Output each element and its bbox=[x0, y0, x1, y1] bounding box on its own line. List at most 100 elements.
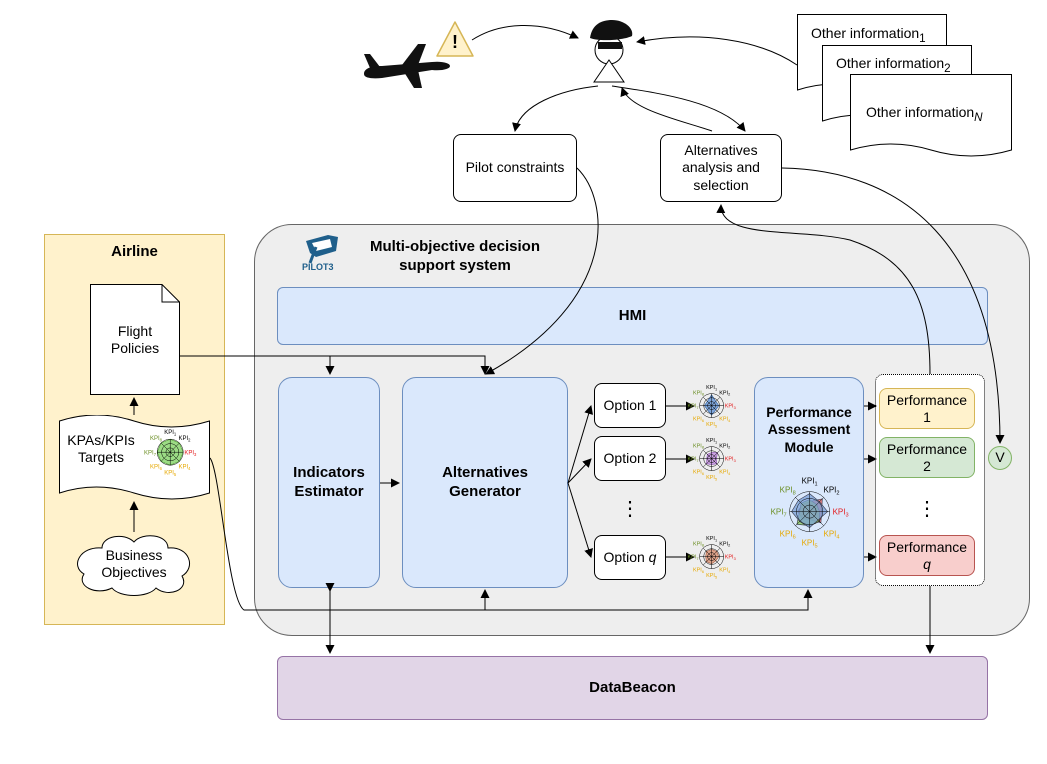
radar-option-1-label: KPI6 bbox=[693, 417, 704, 423]
radar-option-1-label: KPI7 bbox=[688, 404, 699, 410]
warning-icon: ! bbox=[435, 20, 475, 58]
option-1-box: Option 1 bbox=[594, 383, 666, 428]
performance-2-label: Performance bbox=[886, 440, 968, 457]
radar-kpa-targets-spoke bbox=[169, 451, 180, 462]
performance-q-box: Performance q bbox=[879, 535, 975, 576]
mo-system-title-line1: Multi-objective decision bbox=[369, 238, 541, 256]
options-ellipsis: ⋮ bbox=[620, 497, 640, 520]
alternatives-generator-box: Alternatives Generator bbox=[402, 377, 568, 588]
radar-option-2-label: KPI7 bbox=[688, 457, 699, 463]
performance-2-number: 2 bbox=[923, 457, 931, 474]
other-information-2-text: Other information bbox=[836, 55, 945, 71]
radar-option-q-spoke bbox=[711, 548, 721, 558]
radar-assessment-label: KPI7 bbox=[771, 508, 787, 519]
warning-symbol: ! bbox=[452, 32, 458, 52]
performance-1-box: Performance 1 bbox=[879, 388, 975, 429]
radar-kpa-targets-label: KPI1 bbox=[164, 430, 177, 437]
performance-1-label: Performance bbox=[886, 391, 968, 408]
arrow-pilot-to-analysis bbox=[611, 85, 746, 132]
hmi-box: HMI bbox=[277, 287, 988, 345]
radar-option-2-label: KPI1 bbox=[706, 438, 717, 444]
radar-kpa-targets-label: KPI8 bbox=[150, 436, 163, 443]
radar-option-1-spoke bbox=[711, 397, 721, 407]
other-information-n-sub: N bbox=[974, 110, 983, 124]
radar-option-2-label: KPI4 bbox=[720, 470, 732, 476]
radar-option-q-spoke bbox=[703, 548, 713, 558]
arrow-pilot-to-constraints bbox=[512, 85, 599, 132]
kpa-targets-document: KPAs/KPIs Targets bbox=[59, 415, 210, 500]
radar-option-2-spoke bbox=[711, 458, 721, 468]
radar-option-q-label: KPI1 bbox=[706, 536, 717, 542]
radar-kpa-targets-label: KPI2 bbox=[178, 436, 191, 443]
radar-assessment-label: KPI8 bbox=[780, 486, 796, 497]
other-information-n-label: Other informationN bbox=[866, 104, 983, 124]
radar-option-q-label: KPI6 bbox=[693, 568, 704, 574]
radar-option-1-label: KPI2 bbox=[720, 391, 731, 397]
radar-option-1-label: KPI5 bbox=[706, 423, 717, 429]
flight-policies-label: Flight Policies bbox=[110, 322, 160, 357]
radar-kpa-targets-label: KPI5 bbox=[164, 470, 177, 477]
performance-1-number: 1 bbox=[923, 408, 931, 425]
airplane-icon bbox=[362, 44, 452, 90]
airline-title: Airline bbox=[111, 242, 158, 260]
kpa-targets-label: KPAs/KPIs Targets bbox=[67, 431, 135, 466]
radar-option-2-label: KPI5 bbox=[706, 476, 717, 482]
mo-system-title-line2: support system bbox=[399, 257, 511, 274]
other-information-2-sub: 2 bbox=[944, 61, 951, 75]
databeacon-box: DataBeacon bbox=[277, 656, 988, 720]
other-information-n-text: Other information bbox=[866, 104, 975, 120]
radar-assessment-spoke bbox=[809, 511, 825, 527]
radar-option-2-spoke bbox=[703, 458, 713, 468]
other-information-1-sub: 1 bbox=[919, 31, 926, 45]
performance-2-box: Performance 2 bbox=[879, 437, 975, 478]
radar-option-q-label: KPI5 bbox=[706, 574, 717, 580]
pilot-icon bbox=[578, 8, 640, 84]
performance-q-variable: q bbox=[923, 555, 931, 572]
radar-kpa-targets-spoke bbox=[160, 451, 171, 462]
indicators-estimator-box: Indicators Estimator bbox=[278, 377, 380, 588]
radar-kpa-targets-label: KPI7 bbox=[144, 450, 157, 457]
business-objectives-cloud: Business Objectives bbox=[72, 532, 196, 596]
flight-policies-document: Flight Policies bbox=[90, 284, 180, 395]
radar-assessment-label: KPI2 bbox=[824, 486, 840, 497]
radar-kpa-targets-label: KPI3 bbox=[184, 450, 197, 457]
arrow-analysis-to-pilot bbox=[620, 87, 713, 132]
radar-assessment-label: KPI3 bbox=[833, 508, 849, 519]
radar-option-1-spoke bbox=[711, 405, 721, 415]
radar-assessment-spoke bbox=[795, 497, 811, 513]
radar-option-2-label: KPI3 bbox=[725, 457, 736, 463]
radar-option-1-label: KPI1 bbox=[706, 385, 717, 391]
radar-assessment-label: KPI6 bbox=[780, 530, 796, 541]
radar-option-2-spoke bbox=[703, 450, 713, 460]
radar-assessment-label: KPI4 bbox=[824, 530, 840, 541]
radar-assessment-spoke bbox=[809, 497, 825, 513]
radar-option-q-label: KPI8 bbox=[693, 542, 704, 548]
arrow-other-info-to-pilot bbox=[636, 36, 798, 66]
radar-option-2-label: KPI2 bbox=[720, 444, 731, 450]
option-q-prefix: Option bbox=[603, 548, 645, 565]
mo-system-title: Multi-objective decision support system bbox=[345, 237, 565, 277]
radar-assessment-label: KPI5 bbox=[802, 539, 818, 550]
performance-ellipsis: ⋮ bbox=[917, 497, 937, 520]
assessment-module-title: Performance Assessment Module bbox=[766, 403, 852, 455]
other-information-2-label: Other information2 bbox=[836, 55, 951, 75]
radar-option-1-spoke bbox=[703, 397, 713, 407]
other-information-n-document: Other informationN bbox=[850, 74, 1012, 160]
radar-kpa-targets-spoke bbox=[169, 442, 180, 453]
other-information-1-label: Other information1 bbox=[811, 25, 926, 45]
alternatives-analysis-box: Alternatives analysis and selection bbox=[660, 134, 782, 202]
pilot3-logo-text: PILOT3 bbox=[302, 262, 334, 272]
business-objectives-label: Business Objectives bbox=[101, 546, 167, 581]
other-information-1-text: Other information bbox=[811, 25, 920, 41]
option-q-variable: q bbox=[648, 548, 657, 565]
radar-option-q-label: KPI4 bbox=[720, 568, 732, 574]
radar-option-2-spoke bbox=[711, 450, 721, 460]
radar-option-q-spoke bbox=[703, 556, 713, 566]
radar-assessment-spoke bbox=[795, 511, 811, 527]
arrow-warning-to-pilot bbox=[471, 24, 579, 41]
v-node: V bbox=[988, 446, 1012, 470]
radar-option-q-label: KPI3 bbox=[725, 555, 736, 561]
